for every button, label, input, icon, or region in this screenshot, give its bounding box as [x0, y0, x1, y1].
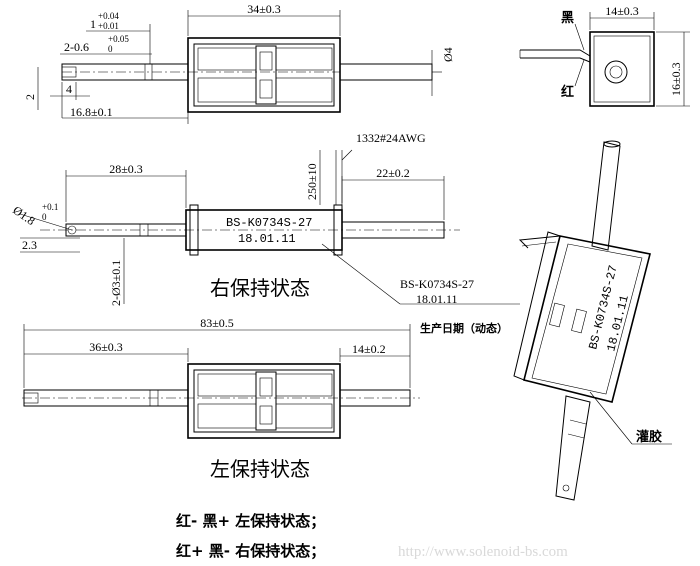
- dim-36: 36±0.3: [89, 340, 123, 354]
- dim-lead-length: 250±10: [305, 163, 319, 200]
- dim-tol-2-lower: 0: [108, 44, 113, 54]
- dim-hole-tol-lower: 0: [42, 212, 47, 222]
- left-state-view: 83±0.5 36±0.3 14±0.2 左保持状态: [22, 316, 420, 481]
- dim-14: 14±0.2: [352, 342, 386, 356]
- top-section-view: 34±0.3 1 +0.04 +0.01 2-0.6 +0.05 0 2 4 1…: [23, 2, 455, 124]
- callout-model: BS-K0734S-27: [400, 277, 474, 291]
- body-marking-date: 18.01.11: [238, 232, 296, 246]
- dim-tol-1-upper: +0.04: [98, 11, 119, 21]
- isometric-view: BS-K0734S-27 18.01.11 灌胶: [513, 140, 672, 501]
- dim-tol-2: 2-0.6: [64, 40, 89, 54]
- dim-22: 22±0.2: [376, 166, 410, 180]
- dim-pin-diameter: 2-Ø3±0.1: [109, 260, 123, 306]
- callout-date: 18.01.11: [416, 292, 458, 306]
- watermark: http://www.solenoid-bs.com: [398, 544, 568, 560]
- dim-4: 4: [66, 82, 72, 96]
- dim-2-3: 2.3: [22, 238, 37, 252]
- dim-28: 28±0.3: [109, 162, 143, 176]
- right-state-label: 右保持状态: [210, 276, 310, 300]
- wire-gauge-label: 1332#24AWG: [356, 131, 426, 145]
- dim-diameter-4: Ø4: [441, 47, 455, 62]
- dim-tol-1-lower: +0.01: [98, 21, 119, 31]
- dim-height-16: 16±0.3: [669, 62, 683, 96]
- dim-tol-1: 1: [90, 17, 96, 31]
- legend-line-1: 红- 黑+ 左保持状态；: [176, 512, 325, 530]
- wire-red-label: 红: [561, 84, 574, 100]
- dim-length-34: 34±0.3: [247, 2, 281, 16]
- wire-black-label: 黑: [561, 11, 574, 26]
- end-view: 黑 红 14±0.3 16±0.3: [519, 4, 690, 107]
- dim-2: 2: [23, 94, 37, 100]
- legend-line-2: 红+ 黑- 右保持状态；: [176, 542, 325, 560]
- body-marking-model: BS-K0734S-27: [226, 216, 312, 230]
- dim-width-14: 14±0.3: [605, 4, 639, 18]
- left-state-label: 左保持状态: [210, 457, 310, 481]
- polarity-legend: 红- 黑+ 左保持状态； 红+ 黑- 右保持状态；: [176, 512, 325, 560]
- dim-tol-2-upper: +0.05: [108, 34, 129, 44]
- dim-shaft-length: 16.8±0.1: [70, 105, 113, 119]
- potting-label: 灌胶: [636, 429, 662, 445]
- right-state-view: BS-K0734S-27 18.01.11 1332#24AWG 250±10 …: [10, 131, 520, 335]
- dim-total-83: 83±0.5: [200, 316, 234, 330]
- dim-hole-tol-upper: +0.1: [42, 202, 58, 212]
- callout-caption: 生产日期（动态）: [420, 321, 508, 335]
